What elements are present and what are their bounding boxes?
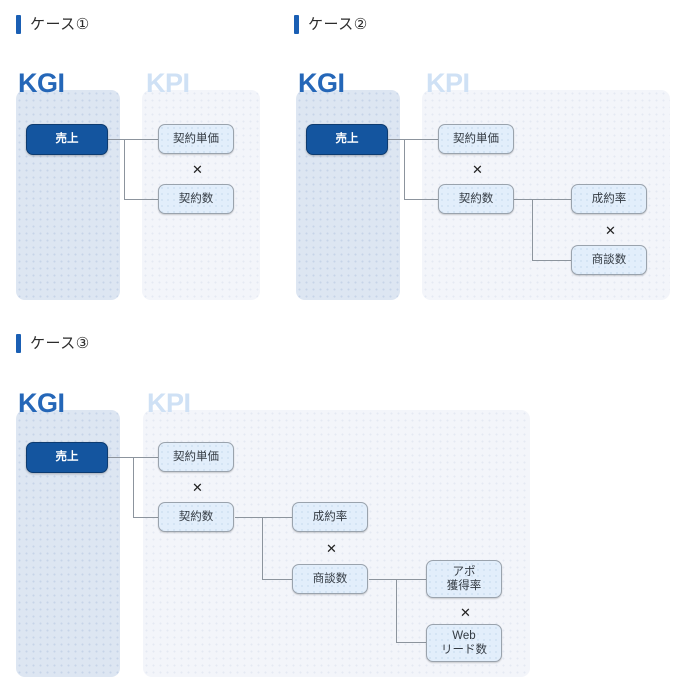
case2-kpi-node-contract-count[interactable]: 契約数 bbox=[438, 184, 514, 214]
case2-operator-1: ✕ bbox=[472, 162, 483, 177]
case-label-2: ケース② bbox=[308, 16, 368, 33]
case3-connector-v-2 bbox=[262, 517, 263, 580]
case3-connector-h-l2-bottom bbox=[262, 579, 293, 580]
case1-kpi-node-contract-count[interactable]: 契約数 bbox=[158, 184, 234, 214]
case3-connector-v-3 bbox=[396, 579, 397, 643]
case2-connector-v-1 bbox=[404, 139, 405, 200]
case3-operator-1: ✕ bbox=[192, 480, 203, 495]
case2-connector-h-top bbox=[387, 139, 439, 140]
case2-connector-h-mid bbox=[404, 199, 439, 200]
case2-kgi-node-sales[interactable]: 売上 bbox=[306, 124, 388, 155]
case1-connector-h-top bbox=[107, 139, 159, 140]
case3-operator-2: ✕ bbox=[326, 541, 337, 556]
case3-connector-h-l3-top bbox=[369, 579, 427, 580]
case2-connector-h-l2-bottom bbox=[532, 260, 572, 261]
case2-connector-h-l2-top bbox=[514, 199, 572, 200]
case2-operator-2: ✕ bbox=[605, 223, 616, 238]
case1-connector-v bbox=[124, 139, 125, 200]
case2-kpi-node-meeting-count[interactable]: 商談数 bbox=[571, 245, 647, 275]
case3-kpi-node-meeting-count[interactable]: 商談数 bbox=[292, 564, 368, 594]
case3-connector-v-1 bbox=[133, 457, 134, 518]
case2-kpi-node-unit-price[interactable]: 契約単価 bbox=[438, 124, 514, 154]
case3-connector-h-l3-bottom bbox=[396, 642, 427, 643]
case1-kgi-heading: KGI bbox=[18, 68, 65, 98]
case1-kpi-node-unit-price[interactable]: 契約単価 bbox=[158, 124, 234, 154]
case3-kgi-heading: KGI bbox=[18, 388, 65, 418]
case3-operator-3: ✕ bbox=[460, 605, 471, 620]
case3-connector-h-l2-top bbox=[235, 517, 293, 518]
case-title-1: ケース① bbox=[16, 15, 90, 34]
case-label-3: ケース③ bbox=[30, 335, 90, 352]
case1-kgi-node-sales[interactable]: 売上 bbox=[26, 124, 108, 155]
case3-kpi-heading: KPI bbox=[147, 388, 191, 418]
case1-operator-1: ✕ bbox=[192, 162, 203, 177]
case-title-3: ケース③ bbox=[16, 334, 90, 353]
case2-kpi-heading: KPI bbox=[426, 68, 470, 98]
case1-connector-h-bottom bbox=[124, 199, 159, 200]
case-label-1: ケース① bbox=[30, 16, 90, 33]
case2-kgi-panel bbox=[296, 90, 400, 300]
accent-bar-icon bbox=[294, 15, 299, 34]
case1-kpi-heading: KPI bbox=[146, 68, 190, 98]
case2-connector-v-2 bbox=[532, 199, 533, 261]
case3-kpi-node-appointment-rate[interactable]: アポ獲得率 bbox=[426, 560, 502, 598]
accent-bar-icon bbox=[16, 15, 21, 34]
case3-kpi-node-contract-count[interactable]: 契約数 bbox=[158, 502, 234, 532]
case3-kpi-node-close-rate[interactable]: 成約率 bbox=[292, 502, 368, 532]
case2-kpi-node-close-rate[interactable]: 成約率 bbox=[571, 184, 647, 214]
case3-kgi-node-sales[interactable]: 売上 bbox=[26, 442, 108, 473]
case3-connector-h-mid bbox=[133, 517, 159, 518]
case2-kgi-heading: KGI bbox=[298, 68, 345, 98]
case3-kpi-node-unit-price[interactable]: 契約単価 bbox=[158, 442, 234, 472]
case-title-2: ケース② bbox=[294, 15, 368, 34]
case1-kgi-panel bbox=[16, 90, 120, 300]
accent-bar-icon bbox=[16, 334, 21, 353]
